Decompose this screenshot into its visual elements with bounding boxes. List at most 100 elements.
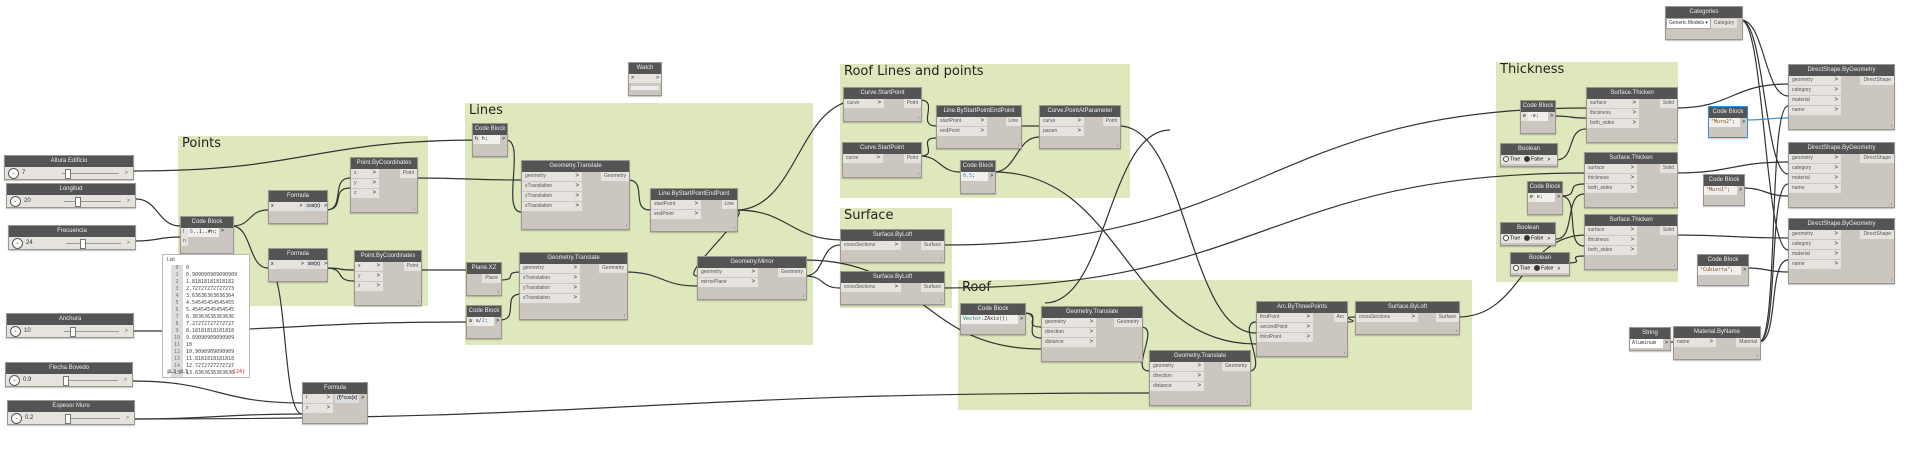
input-port-n[interactable]: n [181, 237, 188, 246]
slider-frecuencia[interactable]: Frecuencia ⌄24> [8, 225, 136, 250]
connector-wire[interactable] [1675, 83, 1789, 109]
input-port-h[interactable]: h [473, 135, 480, 144]
output-port[interactable]: > [127, 240, 130, 246]
node-point-by-coordinates-2[interactable]: Point.ByCoordinates x>y>z>Point l [354, 250, 422, 306]
output-port-line[interactable]: Line [1005, 117, 1021, 126]
output-port-category[interactable]: Category [1710, 19, 1738, 28]
input-port-surface[interactable]: surface> [1585, 164, 1637, 173]
output-port[interactable]: > [1020, 316, 1023, 322]
input-port-geometry[interactable]: geometry> [1042, 318, 1096, 327]
input-port-geometry[interactable]: geometry> [1150, 362, 1204, 371]
input-port-crosssections[interactable]: crossSections> [841, 283, 901, 292]
slider-thumb[interactable] [65, 413, 71, 424]
connector-wire[interactable] [1745, 117, 1789, 121]
output-port-point[interactable]: Point [399, 169, 417, 178]
node-material-by-name[interactable]: Material.ByName name>Material l [1673, 326, 1761, 360]
input-port-distance[interactable]: distance> [1042, 338, 1096, 347]
radio-false[interactable]: False [1534, 265, 1553, 272]
output-port[interactable]: > [324, 261, 327, 267]
formula-expression[interactable]: sin(x) [305, 260, 323, 269]
node-plane-xz[interactable]: Plane.XZ Plane l [466, 262, 502, 296]
output-port[interactable]: > [125, 170, 128, 176]
string-input[interactable]: Aluminum [1630, 339, 1664, 348]
output-port-arc[interactable]: Arc [1333, 313, 1347, 322]
output-port-line[interactable]: Line [721, 200, 737, 209]
output-port-plane[interactable]: Plane [482, 274, 501, 283]
input-port-name[interactable]: name> [1789, 106, 1841, 115]
node-code-block-05[interactable]: Code Block 0.5;> [960, 160, 996, 194]
input-port[interactable]: > [631, 75, 634, 81]
node-geometry-translate-3[interactable]: Geometry.Translate geometry>direction>di… [1041, 306, 1143, 362]
input-port-x[interactable]: x [271, 203, 274, 209]
radio-false[interactable]: False [1524, 235, 1543, 242]
input-port-distance[interactable]: distance> [1150, 382, 1204, 391]
input-port-y[interactable]: y> [355, 272, 383, 281]
connector-wire[interactable] [131, 380, 303, 404]
input-port-material[interactable]: material> [1789, 250, 1841, 259]
input-port-y[interactable]: y> [351, 179, 379, 188]
node-curve-startpoint-1[interactable]: Curve.StartPoint curve>Point l [843, 87, 922, 122]
output-port[interactable]: > [990, 173, 993, 179]
radio-true[interactable]: True [1503, 235, 1520, 242]
output-port[interactable]: > [502, 136, 505, 142]
node-string[interactable]: String Aluminum> [1629, 327, 1671, 351]
expand-icon[interactable]: ⌄ [10, 325, 21, 337]
output-port[interactable]: > [1665, 340, 1668, 346]
input-port-category[interactable]: category> [1789, 240, 1841, 249]
code-editor[interactable]: "Muro1"; [1704, 186, 1738, 195]
slider-thumb[interactable] [79, 238, 86, 249]
connector-wire[interactable] [1742, 187, 1789, 197]
slider-espesor-muro[interactable]: Espesor Muro ⌄0.2> [7, 400, 135, 425]
output-port[interactable]: > [1739, 187, 1742, 193]
input-port-ytranslation[interactable]: yTranslation> [520, 284, 580, 293]
node-geometry-mirror[interactable]: Geometry.Mirror geometry>mirrorPlane>Geo… [697, 256, 807, 300]
code-editor[interactable]: -e; [1527, 112, 1549, 121]
radio-true[interactable]: True [1513, 265, 1530, 272]
output-port[interactable]: > [496, 318, 499, 324]
input-port-name[interactable]: name> [1674, 338, 1716, 347]
output-port[interactable]: > [1547, 156, 1551, 163]
input-port-curve[interactable]: curve> [1040, 117, 1084, 126]
expand-icon[interactable]: ⌄ [8, 167, 19, 179]
formula-expression[interactable]: (f)*cos(x) [335, 394, 360, 403]
input-port-f[interactable]: f> [303, 394, 333, 403]
output-port[interactable]: > [1547, 235, 1551, 242]
output-port-solid[interactable]: Solid [1659, 226, 1677, 235]
output-port-geometry[interactable]: Geometry [599, 264, 627, 273]
connector-wire[interactable] [1758, 259, 1789, 343]
slider-value[interactable]: 0.2 [25, 415, 34, 421]
input-port-material[interactable]: material> [1789, 174, 1841, 183]
code-editor[interactable]: 0..1..#n; [187, 228, 219, 237]
input-port-z[interactable]: z> [355, 282, 383, 291]
input-port-startpoint[interactable]: startPoint> [651, 200, 701, 209]
slider-anchura[interactable]: Anchura ⌄10> [6, 313, 134, 338]
node-surface-thicken-1[interactable]: Surface.Thicken surface>thickness>both_s… [1586, 87, 1678, 143]
node-directshape-2[interactable]: DirectShape.ByGeometry geometry>category… [1788, 142, 1895, 208]
input-port-geometry[interactable]: geometry> [1789, 76, 1841, 85]
node-watch[interactable]: Watch >> [628, 62, 662, 96]
connector-wire[interactable] [1740, 19, 1789, 175]
input-port-l[interactable]: l [181, 228, 188, 237]
input-port-geometry[interactable]: geometry> [1789, 230, 1841, 239]
slider-altura-edificio[interactable]: Altura Edificio ⌄7> [4, 155, 134, 180]
input-port-x[interactable]: x [271, 261, 274, 267]
input-port-mirrorplane[interactable]: mirrorPlane> [698, 278, 758, 287]
code-editor[interactable]: Vector.ZAxis(); [961, 315, 1019, 324]
output-port-surface[interactable]: Surface [920, 283, 944, 292]
input-port-thickness[interactable]: thickness> [1585, 174, 1637, 183]
input-port-crosssections[interactable]: crossSections> [1356, 313, 1418, 322]
node-code-block-cubierta[interactable]: Code Block "Cubierta";> [1697, 254, 1749, 286]
input-port-surface[interactable]: surface> [1585, 226, 1637, 235]
expand-icon[interactable]: ⌄ [9, 374, 20, 386]
code-editor[interactable]: "Cubierta"; [1698, 266, 1742, 275]
slider-flecha-bovedo[interactable]: Flecha Bovedo ⌄0.9> [5, 362, 133, 387]
node-curve-startpoint-2[interactable]: Curve.StartPoint curve>Point l [842, 142, 922, 178]
node-geometry-translate-1[interactable]: Geometry.Translate geometry>xTranslation… [521, 160, 630, 230]
input-port-category[interactable]: category> [1789, 86, 1841, 95]
output-port-directshape[interactable]: DirectShape [1860, 76, 1894, 85]
connector-wire[interactable] [133, 413, 303, 420]
node-line-by-start-end-2[interactable]: Line.ByStartPointEndPoint startPoint>end… [936, 105, 1022, 149]
node-code-block-vector[interactable]: Code Block Vector.ZAxis();> [960, 303, 1026, 335]
